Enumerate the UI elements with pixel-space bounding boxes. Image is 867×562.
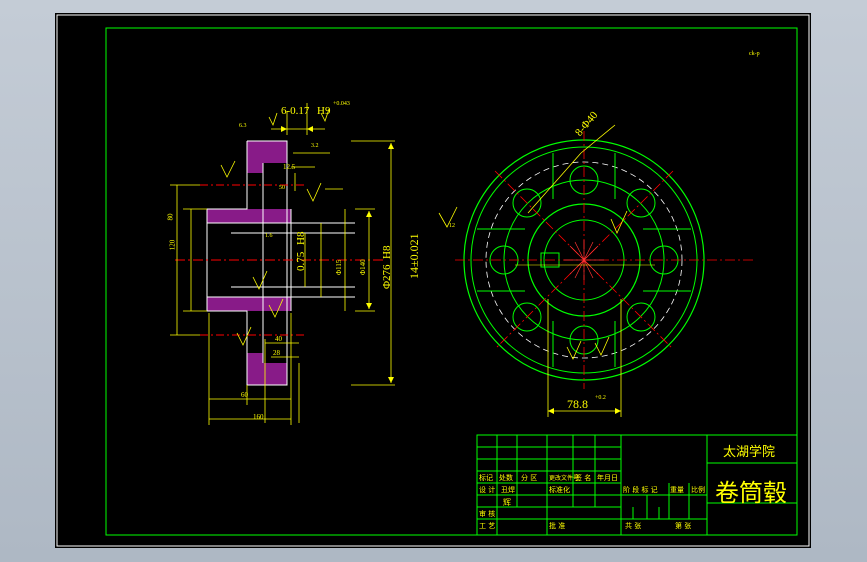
rough-4: 1.6 [265, 233, 273, 239]
dim-outer: 14±0.021 [407, 233, 421, 279]
hatch-upper-web [207, 209, 291, 223]
school-name: 太湖学院 [723, 445, 776, 460]
dim-12-5: 12.5 [283, 163, 296, 171]
row-header-3: 更改文件号 [549, 475, 580, 482]
row-header-1: 处数 [499, 474, 513, 482]
sheets-total-label: 共 张 [625, 522, 642, 530]
drawing-canvas[interactable]: 6-0.17 H9 +0.043 12.5 120 80 0.75 H8 Φ11… [55, 13, 811, 548]
stage-label: 阶 段 标 记 [623, 486, 658, 494]
dim-hole-tol: H8 [295, 231, 307, 245]
row-header-5: 年月日 [597, 474, 618, 482]
standard-label: 标准化 [549, 486, 570, 494]
dim-140: Φ140 [359, 259, 367, 275]
scale-label: 比例 [691, 486, 705, 494]
dim-115: Φ115 [335, 259, 343, 275]
row-header-0: 标记 [479, 474, 493, 482]
rough-2: 3.2 [311, 143, 319, 149]
dim-60: 60 [241, 391, 248, 399]
dim-keyway-dev: +0.043 [333, 101, 350, 107]
design-name: 丑焊 [501, 486, 515, 494]
text-layer: 6-0.17 H9 +0.043 12.5 120 80 0.75 H8 Φ11… [55, 13, 811, 548]
dim-hole: 0.75 [295, 251, 307, 271]
scribble: 辉 [503, 498, 511, 507]
dim-40: 40 [275, 335, 282, 343]
dim-120: 120 [168, 239, 177, 251]
part-name: 卷筒毂 [715, 479, 787, 507]
outer-border [56, 14, 810, 547]
rough-3: 12 [449, 223, 455, 229]
dim-holes: 8-Φ40 [573, 109, 601, 139]
hatch-lower-flange [247, 353, 287, 385]
review-label: 审 核 [479, 510, 496, 518]
dim-28: 28 [273, 349, 280, 357]
process-label: 工 艺 [479, 522, 496, 530]
row-header-4: 签 名 [575, 474, 592, 482]
row-header-2: 分 区 [521, 474, 538, 482]
dim-pcd: Φ276 [381, 264, 393, 289]
hatch-upper-flange [247, 141, 287, 173]
dim-pcd-tol: H8 [381, 245, 393, 259]
dim-slot-dev: +0.2 [595, 395, 606, 401]
dim-160: 160 [253, 413, 264, 421]
dim-keyway: 6-0.17 [281, 105, 310, 117]
drawing-svg [56, 14, 810, 547]
dim-50: 50 [279, 185, 285, 191]
section-view [170, 103, 395, 425]
front-view [438, 124, 755, 417]
corner-note: ck-p [749, 51, 760, 57]
inner-frame [105, 27, 798, 536]
approve-label: 批 准 [549, 522, 566, 530]
title-block [476, 434, 798, 536]
dim-slot: 78.8 [567, 397, 588, 411]
weight-label: 重量 [670, 486, 684, 494]
dim-80-left: 80 [166, 213, 175, 221]
sheet-label: 第 张 [675, 522, 692, 530]
rough-1: 6.3 [239, 123, 247, 129]
design-label: 设 计 [479, 486, 496, 494]
dim-keyway-tol: H9 [317, 105, 331, 117]
